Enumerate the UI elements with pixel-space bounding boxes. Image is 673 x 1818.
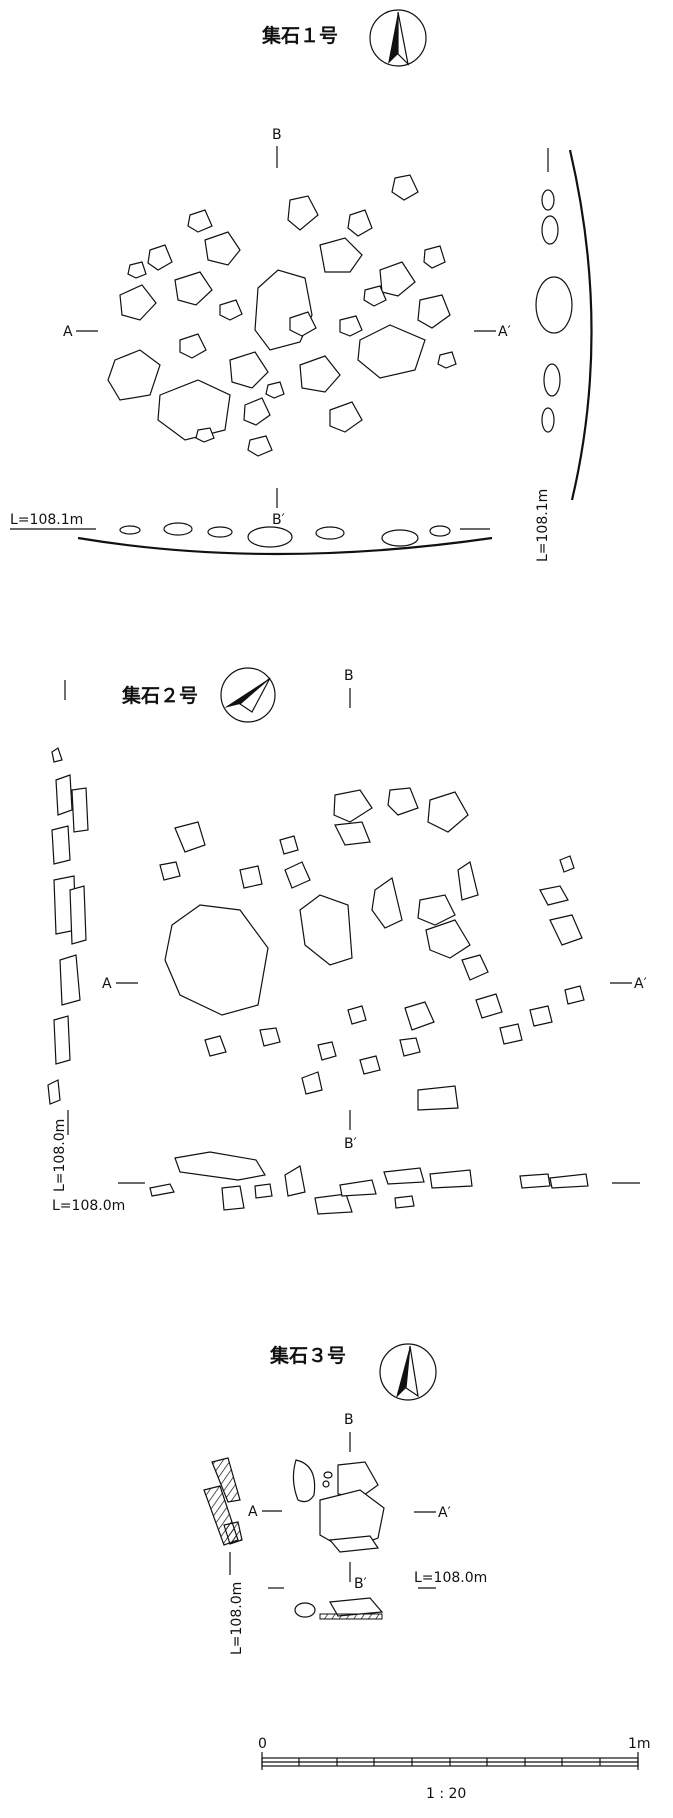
feature-1-section-b-ground [77,536,493,556]
feature-1-label-b: B [272,127,282,143]
feature-1: 集石１号 B A A′ B′ [10,9,593,562]
feature-1-label-a-prime: A′ [498,324,511,340]
feature-1-section-a-stones [535,189,573,433]
feature-1-label-b-prime: B′ [272,512,285,528]
feature-3-label-a: A [248,1504,258,1520]
north-arrow-icon [369,9,427,67]
feature-2-title: 集石２号 [121,684,198,707]
scale-bar-end-label: 1m [628,1736,651,1752]
feature-2-label-b: B [344,668,354,684]
feature-2-elevation-label-b: L=108.0m [52,1198,125,1214]
feature-3-section-a-stones [203,1457,243,1546]
scale-bar-start-label: 0 [258,1736,267,1752]
feature-2-label-a: A [102,976,112,992]
feature-3-title: 集石３号 [269,1344,346,1367]
feature-2-section-b-stones [149,1151,589,1215]
feature-3-elevation-label-a: L=108.0m [229,1582,245,1655]
north-arrow-icon [379,1343,437,1401]
feature-1-elevation-label-a: L=108.1m [535,489,551,562]
feature-3-elevation-label-b: L=108.0m [414,1570,487,1586]
feature-1-section-a-ground [568,149,593,501]
feature-3-plan-stones [292,1459,385,1553]
north-arrow-icon [220,667,276,723]
feature-2-label-a-prime: A′ [634,976,647,992]
feature-3: 集石３号 B A A′ B′ L=108.0m [203,1343,487,1655]
feature-2-plan-stones [159,787,585,1111]
feature-2-elevation-label-a: L=108.0m [52,1119,68,1192]
feature-1-elevation-label-b: L=108.1m [10,512,83,528]
feature-2-section-a-stones [47,747,89,1105]
feature-1-title: 集石１号 [261,24,338,47]
feature-1-section-b-stones [119,522,451,548]
feature-3-section-b-stones [294,1597,384,1620]
scale-bar: 0 1m 1 : 20 [258,1736,651,1802]
feature-3-label-b: B [344,1412,354,1428]
feature-1-plan-stones [107,174,457,457]
feature-3-label-a-prime: A′ [438,1505,451,1521]
scale-bar-ratio: 1 : 20 [426,1786,466,1802]
feature-1-label-a: A [63,324,73,340]
feature-2: 集石２号 B A A′ B′ [47,667,647,1215]
feature-3-label-b-prime: B′ [354,1576,367,1592]
feature-2-label-b-prime: B′ [344,1136,357,1152]
